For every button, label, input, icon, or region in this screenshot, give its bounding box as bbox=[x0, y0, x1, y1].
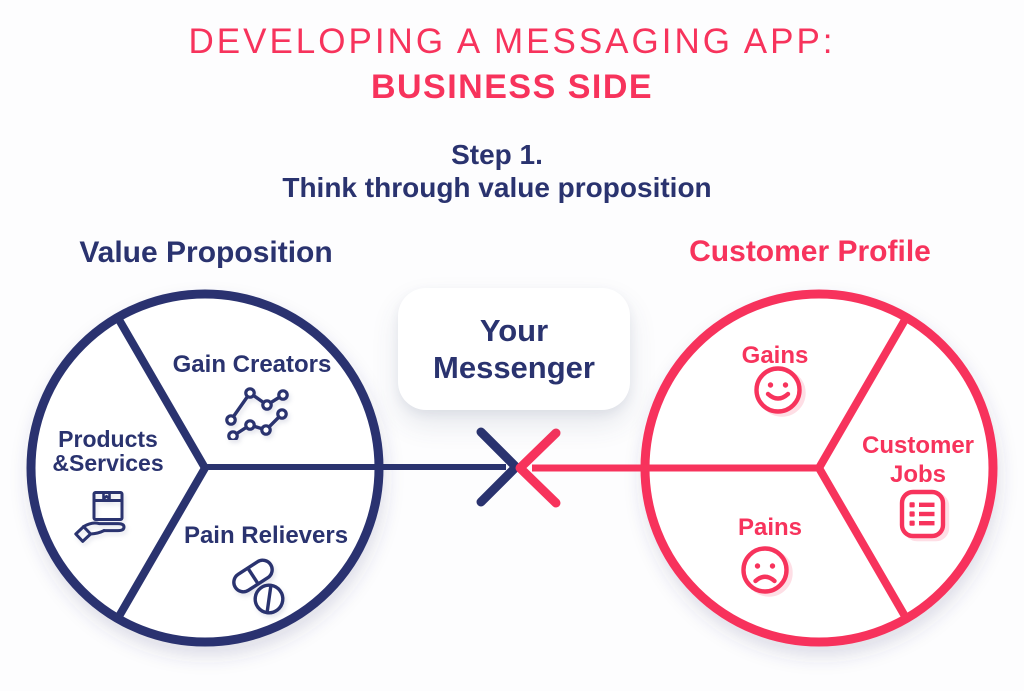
customer-profile-heading: Customer Profile bbox=[689, 235, 931, 268]
sad-face-icon bbox=[739, 544, 791, 596]
products-services-label: Products &Services bbox=[52, 426, 164, 476]
pink-arrow bbox=[515, 428, 819, 508]
cp-divider-lower bbox=[815, 465, 910, 621]
value-proposition-heading: Value Proposition bbox=[79, 236, 333, 269]
smiley-face-icon bbox=[752, 364, 804, 416]
customer-jobs-label: Customer Jobs bbox=[861, 432, 975, 488]
checklist-icon bbox=[899, 489, 946, 539]
line-chart-icon bbox=[224, 384, 290, 440]
pink-arrowhead-icon bbox=[515, 428, 561, 508]
your-messenger-card: Your Messenger bbox=[398, 288, 630, 410]
messenger-label-line2: Messenger bbox=[433, 350, 595, 385]
main-title-line2: BUSINESS SIDE bbox=[370, 68, 654, 106]
pains-label: Pains bbox=[737, 514, 803, 541]
pills-icon bbox=[228, 556, 294, 616]
messenger-label-line1: Your bbox=[479, 313, 549, 348]
main-title-line1: DEVELOPING A MESSAGING APP: bbox=[188, 22, 836, 61]
cp-divider-upper bbox=[815, 315, 910, 471]
step-description: Think through value proposition bbox=[282, 172, 712, 203]
vp-divider-upper bbox=[114, 315, 209, 471]
pain-relievers-label: Pain Relievers bbox=[183, 522, 349, 549]
gain-creators-label: Gain Creators bbox=[172, 351, 332, 378]
hand-box-icon bbox=[73, 489, 135, 547]
gains-label: Gains bbox=[741, 342, 809, 369]
step-number: Step 1. bbox=[451, 139, 543, 170]
vp-divider-lower bbox=[114, 465, 209, 621]
